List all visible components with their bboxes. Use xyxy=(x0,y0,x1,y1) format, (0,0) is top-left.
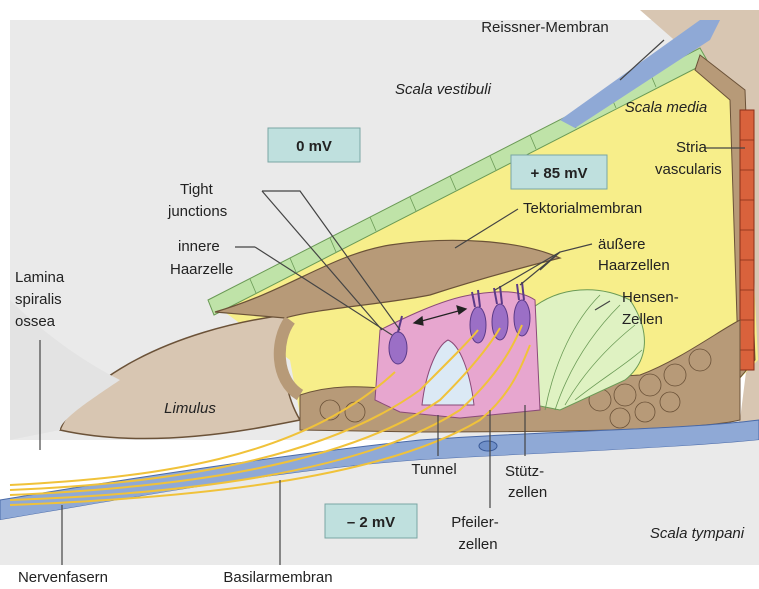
label-tunnel: Tunnel xyxy=(411,461,456,478)
outer-hair-cell-3 xyxy=(514,300,530,336)
label-pfeiler-1: Pfeiler- xyxy=(451,514,499,531)
label-hensen-2: Zellen xyxy=(622,311,663,328)
label-hensen-1: Hensen- xyxy=(622,289,679,306)
label-tight-2: junctions xyxy=(167,203,227,220)
label-stuetz-1: Stütz- xyxy=(505,463,544,480)
stria-vascularis xyxy=(740,110,754,370)
potential-vestibuli: 0 mV xyxy=(296,138,332,155)
label-scala-media: Scala media xyxy=(625,99,708,116)
label-tight-1: Tight xyxy=(180,181,214,198)
label-scala-tympani: Scala tympani xyxy=(650,525,745,542)
label-stria-2: vascularis xyxy=(655,161,722,178)
label-innere-2: Haarzelle xyxy=(170,261,233,278)
label-limulus: Limulus xyxy=(164,400,216,417)
label-basilarmembran: Basilarmembran xyxy=(223,569,332,586)
label-aeussere-1: äußere xyxy=(598,236,646,253)
inner-hair-cell xyxy=(389,332,407,364)
label-lamina-3: ossea xyxy=(15,313,56,330)
potential-media: + 85 mV xyxy=(530,165,587,182)
label-nervenfasern: Nervenfasern xyxy=(18,569,108,586)
label-pfeiler-2: zellen xyxy=(458,536,497,553)
label-reissner-membrane: Reissner-Membran xyxy=(481,19,609,36)
label-innere-1: innere xyxy=(178,238,220,255)
spiral-vessel xyxy=(479,441,497,451)
label-stria-1: Stria xyxy=(676,139,708,156)
label-lamina-1: Lamina xyxy=(15,269,65,286)
label-scala-vestibuli: Scala vestibuli xyxy=(395,81,492,98)
bottom-margin xyxy=(0,565,759,589)
label-lamina-2: spiralis xyxy=(15,291,62,308)
outer-hair-cell-2 xyxy=(492,304,508,340)
label-stuetz-2: zellen xyxy=(508,484,547,501)
label-tektorialmembran: Tektorialmembran xyxy=(523,200,642,217)
potential-tympani: – 2 mV xyxy=(347,514,395,531)
label-aeussere-2: Haarzellen xyxy=(598,257,670,274)
